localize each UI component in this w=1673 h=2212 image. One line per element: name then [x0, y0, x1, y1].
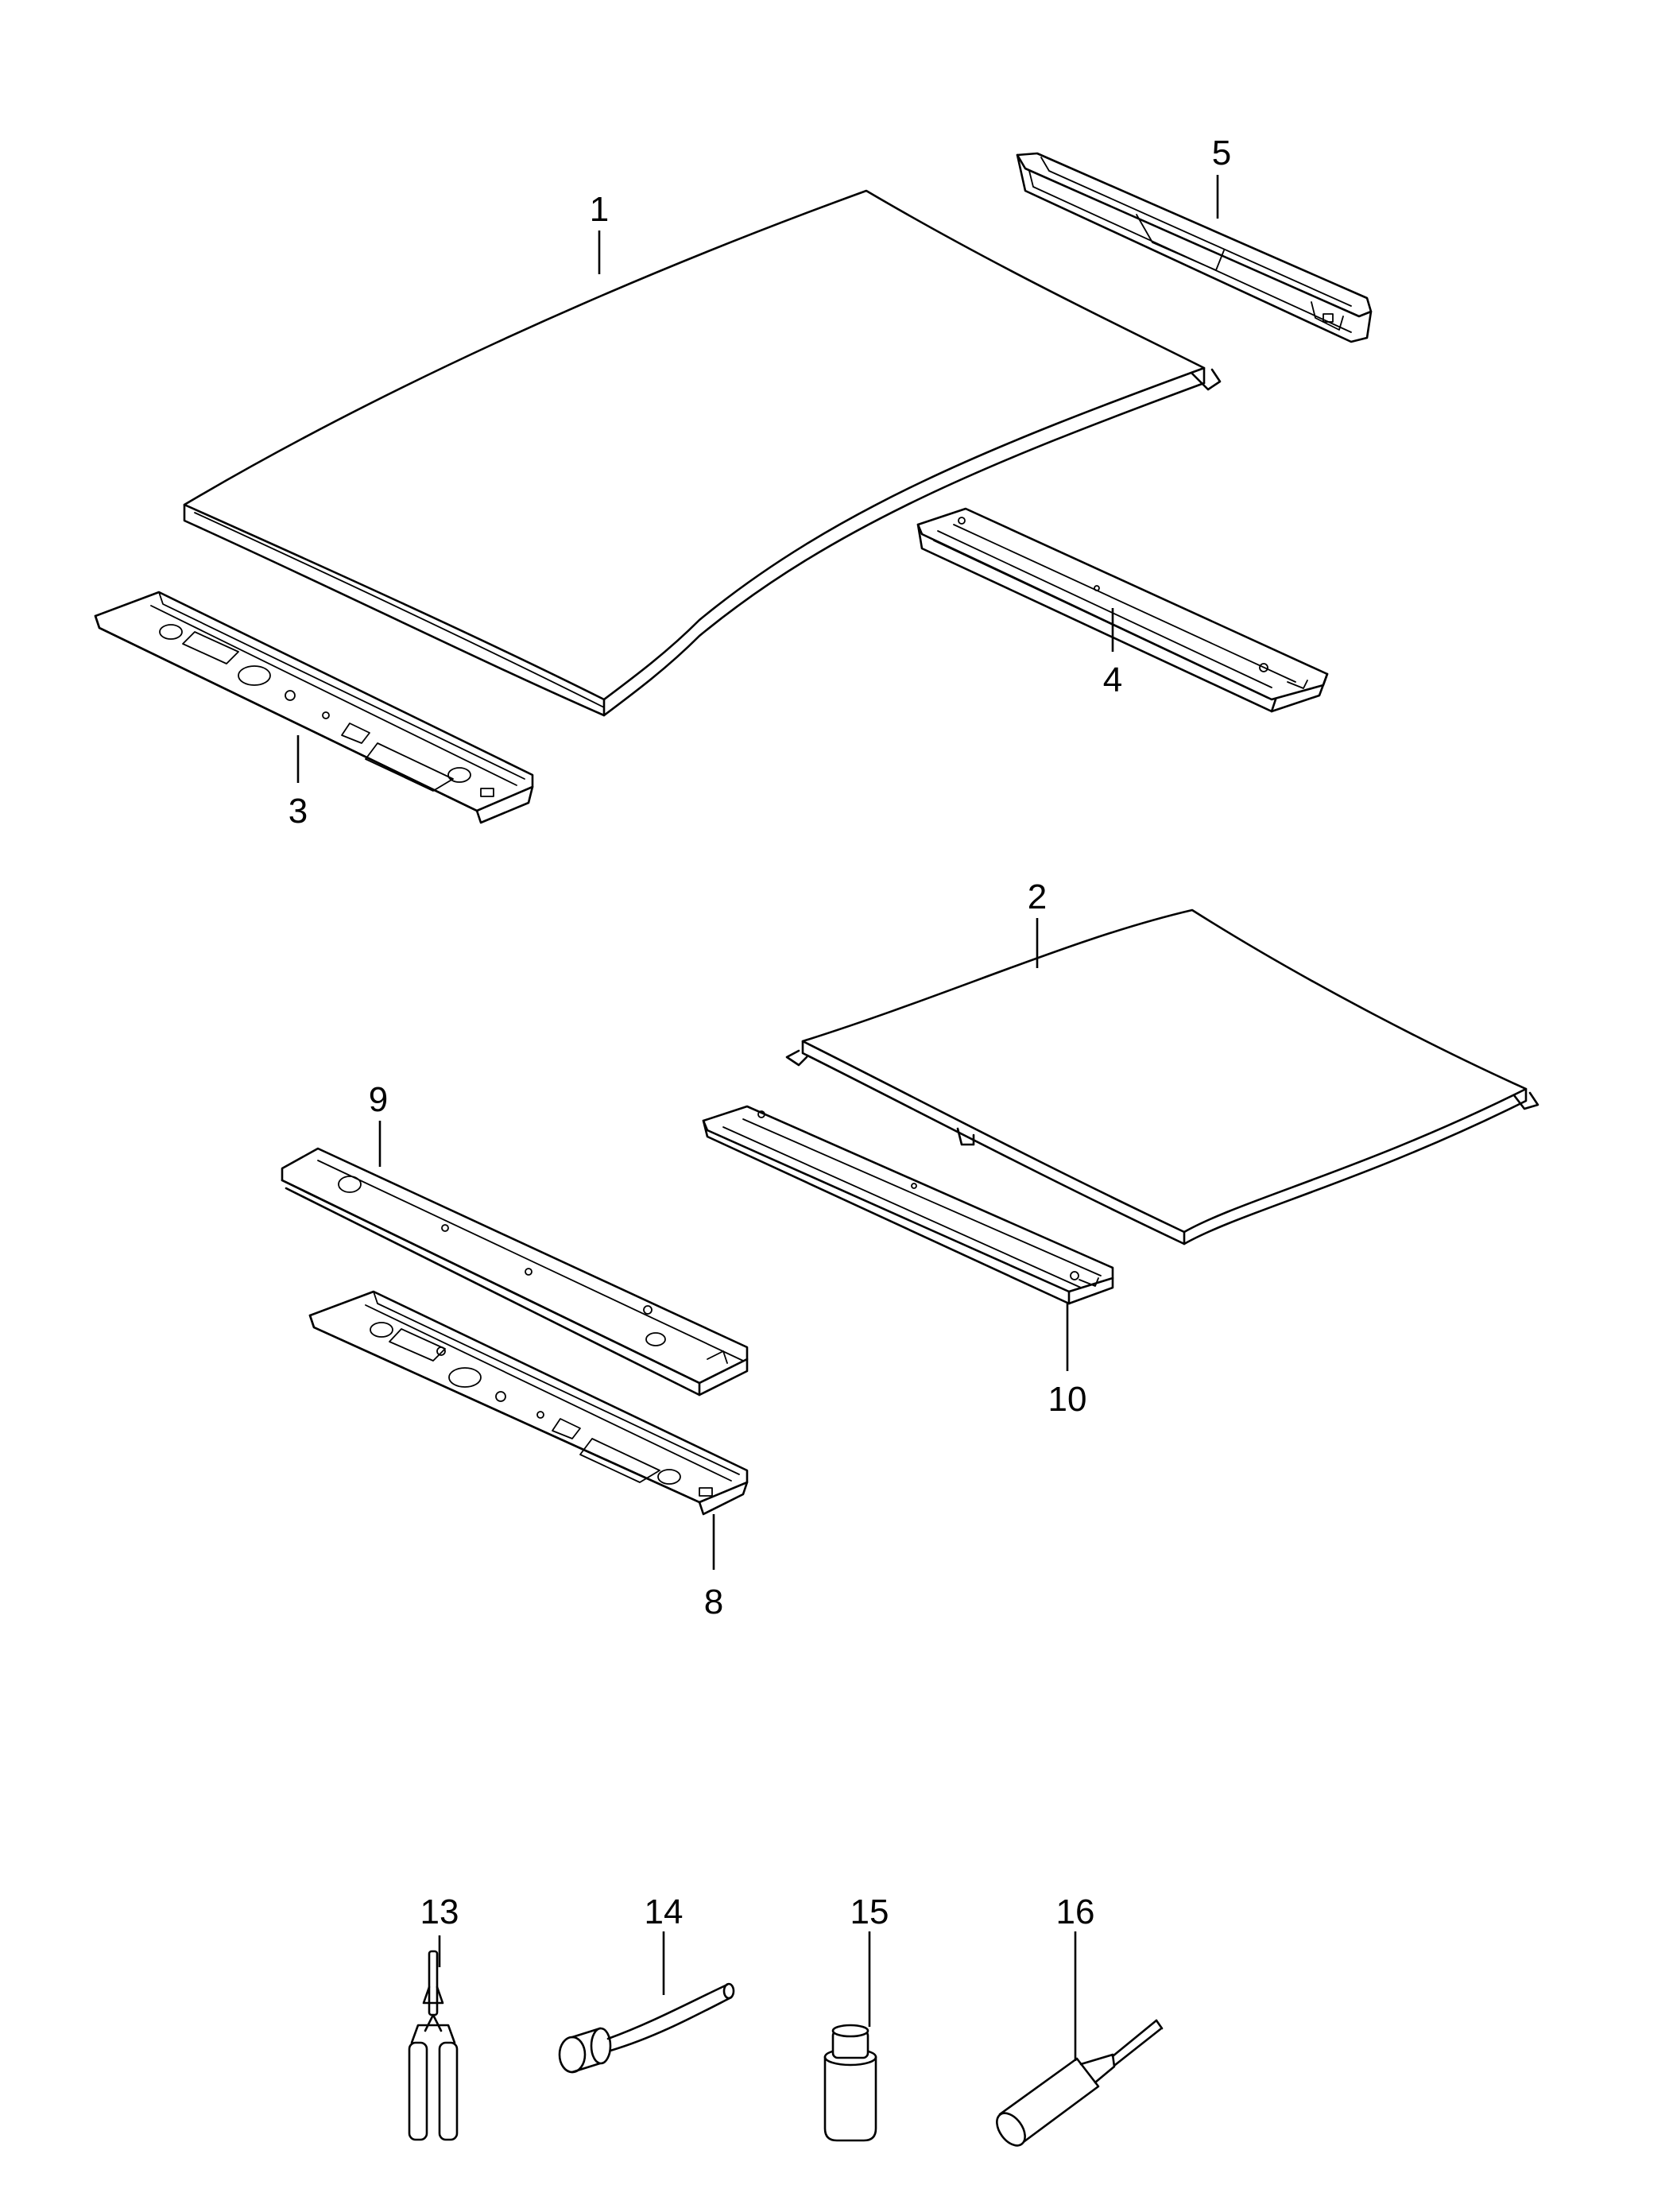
callout-15: 15 — [850, 1892, 889, 1931]
part-9-front-member — [281, 1147, 749, 1397]
part-4-cross-member — [916, 507, 1329, 713]
part-8-front-member — [308, 1290, 749, 1516]
part-2-roof-panel — [785, 908, 1539, 1245]
callout-13: 13 — [420, 1892, 459, 1931]
callout-3: 3 — [289, 792, 308, 831]
part-10-cross-member — [702, 1105, 1114, 1305]
callout-1: 1 — [590, 190, 609, 229]
part-16-cartridge — [996, 2019, 1164, 2147]
part-14-tube — [558, 1982, 735, 2074]
callout-9: 9 — [369, 1080, 388, 1119]
callout-2: 2 — [1028, 877, 1047, 916]
callout-8: 8 — [704, 1582, 723, 1621]
callout-4: 4 — [1103, 661, 1122, 699]
leader-lines — [296, 175, 1219, 2061]
callout-5: 5 — [1212, 134, 1231, 172]
callout-labels: 1 2 3 4 5 8 9 10 13 14 15 16 — [289, 134, 1231, 1931]
callout-16: 16 — [1056, 1892, 1095, 1931]
part-1-roof-panel — [183, 189, 1222, 717]
part-3-front-member — [94, 591, 534, 824]
part-15-bottle — [823, 2024, 877, 2142]
callout-10: 10 — [1048, 1380, 1087, 1419]
part-5-rear-rail — [1016, 152, 1373, 343]
callout-14: 14 — [645, 1892, 684, 1931]
part-13-twin-cartridge — [408, 1950, 459, 2141]
